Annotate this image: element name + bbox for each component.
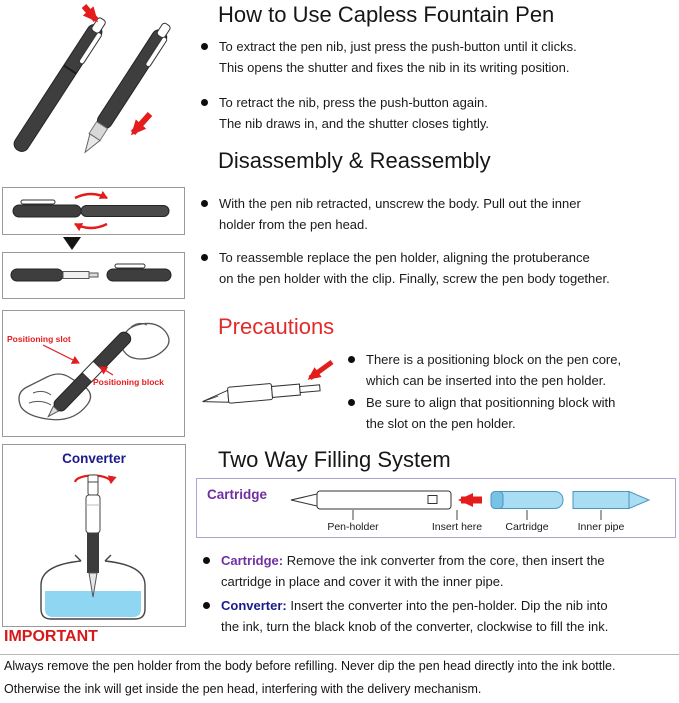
text-line: Cartridge: Remove the ink converter from… <box>221 550 605 571</box>
text-line: holder from the pen head. <box>219 217 368 232</box>
bullet-positioning-block: There is a positioning block on the pen … <box>348 349 621 391</box>
red-arrow-nib-extend <box>130 111 153 136</box>
text-line: This opens the shutter and fixes the nib… <box>219 60 570 75</box>
red-rotation-arrow <box>74 222 108 232</box>
bullet-dot <box>203 602 210 609</box>
bullet-dot <box>201 200 208 207</box>
bullet-dot <box>201 43 208 50</box>
section-title-two-way-filling: Two Way Filling System <box>218 447 451 472</box>
bullet-cartridge-instructions: Cartridge: Remove the ink converter from… <box>203 550 605 592</box>
pen-core-illustration <box>202 359 334 404</box>
inner-pipe-part <box>572 491 630 509</box>
text-line: With the pen nib retracted, unscrew the … <box>219 196 581 211</box>
cartridge-diagram-box: Cartridge Pen-holder Insert here Cartrid… <box>196 478 676 538</box>
converter-illustration-box: Converter <box>2 444 186 627</box>
text-line: on the pen holder with the clip. Finally… <box>219 271 610 286</box>
positioning-block-label: Positioning block <box>93 377 164 387</box>
bullet-retract-nib: To retract the nib, press the push-butto… <box>201 92 489 134</box>
converter-filling-illustration <box>40 474 146 620</box>
ink-bottle <box>40 560 146 620</box>
cartridge-parts-diagram: Pen-holder Insert here Cartridge Inner p… <box>290 490 651 533</box>
cartridge-diagram-title: Cartridge <box>207 487 268 502</box>
bullet-dot <box>348 399 355 406</box>
ink <box>45 591 141 617</box>
text-line: cartridge in place and cover it with the… <box>221 574 504 589</box>
text-line: To reassemble replace the pen holder, al… <box>219 250 590 265</box>
positioning-slot-label: Positioning slot <box>7 334 71 344</box>
pen-holder-part <box>316 490 452 510</box>
cartridge-label: Cartridge <box>505 521 548 533</box>
bullet-dot <box>201 254 208 261</box>
converter-box-title: Converter <box>62 451 126 466</box>
text-line: the slot on the pen holder. <box>366 416 516 431</box>
positioning-illustration-box: Positioning slot Positioning block <box>2 310 185 437</box>
bullet-converter-instructions: Converter: Insert the converter into the… <box>203 595 608 637</box>
pull-apart-illustration-box <box>2 252 185 299</box>
unscrew-illustration-box <box>2 187 185 235</box>
nib-pen <box>84 22 171 154</box>
important-line: Otherwise the ink will get inside the pe… <box>4 682 482 696</box>
text-line: which can be inserted into the pen holde… <box>366 373 606 388</box>
bullet-dot <box>201 99 208 106</box>
section-title-precautions: Precautions <box>218 314 335 339</box>
bullet-unscrew-body: With the pen nib retracted, unscrew the … <box>201 193 581 235</box>
hands-holding-pen-illustration: Positioning slot Positioning block <box>7 322 170 421</box>
divider <box>0 654 679 655</box>
insert-here-label: Insert here <box>432 521 482 533</box>
red-arrow-press-button <box>81 4 99 23</box>
red-arrow-core <box>307 359 334 381</box>
capped-pen <box>13 17 106 152</box>
inner-pipe-label: Inner pipe <box>578 521 625 533</box>
pulled-apart-pen-illustration <box>10 263 172 282</box>
text-segment: Remove the ink converter from the core, … <box>283 553 605 568</box>
down-arrow-icon <box>63 237 81 250</box>
bullet-extract-nib: To extract the pen nib, just press the p… <box>201 36 577 78</box>
text-line: the ink, turn the black knob of the conv… <box>221 619 609 634</box>
text-line: To retract the nib, press the push-butto… <box>219 95 488 110</box>
important-title: IMPORTANT <box>4 628 98 645</box>
converter-prefix: Converter: <box>221 598 287 613</box>
section-title-how-to-use: How to Use Capless Fountain Pen <box>218 2 555 27</box>
bullet-reassemble: To reassemble replace the pen holder, al… <box>201 247 610 289</box>
held-pen <box>47 331 132 418</box>
right-hand <box>120 322 170 360</box>
red-rotation-arrow <box>74 190 108 200</box>
bullet-dot <box>348 356 355 363</box>
cartridge-prefix: Cartridge: <box>221 553 284 568</box>
text-line: Converter: Insert the converter into the… <box>221 595 608 616</box>
pen-holder-label: Pen-holder <box>327 521 379 533</box>
text-line: The nib draws in, and the shutter closes… <box>219 116 490 131</box>
text-segment: Insert the converter into the pen-holder… <box>286 598 608 613</box>
pen-push-button-illustration <box>13 4 171 154</box>
important-line: Always remove the pen holder from the bo… <box>4 659 616 673</box>
text-line: Be sure to align that positionning block… <box>366 395 616 410</box>
unscrew-pen-illustration <box>12 190 170 232</box>
text-line: There is a positioning block on the pen … <box>366 352 622 367</box>
slot-pointer-arrow <box>42 344 80 364</box>
bullet-align-block: Be sure to align that positionning block… <box>348 392 615 434</box>
block-pointer-arrow <box>99 366 114 376</box>
section-title-disassembly: Disassembly & Reassembly <box>218 148 491 173</box>
text-line: To extract the pen nib, just press the p… <box>219 39 577 54</box>
bullet-dot <box>203 557 210 564</box>
